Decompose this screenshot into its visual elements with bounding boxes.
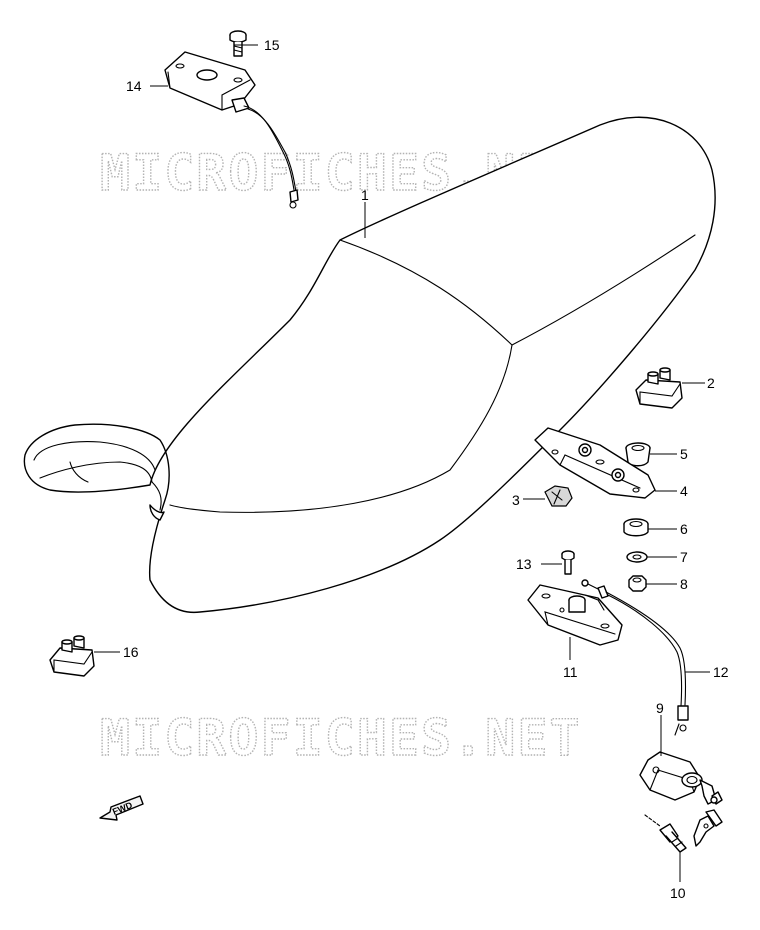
part-10-bolt[interactable] (644, 814, 687, 853)
part-11-lock-plate[interactable] (527, 584, 623, 646)
seat[interactable] (23, 116, 716, 614)
part-15-screw[interactable] (229, 30, 247, 57)
callout-labels: 1 2 3 4 5 6 7 8 9 10 11 12 13 14 15 16 (123, 37, 729, 901)
callout-4: 4 (680, 483, 688, 499)
part-4-bracket-plate[interactable] (534, 427, 656, 499)
callout-9: 9 (656, 700, 664, 716)
callout-6: 6 (680, 521, 688, 537)
callout-7: 7 (680, 549, 688, 565)
callout-11: 11 (563, 664, 578, 680)
callout-15: 15 (264, 37, 280, 53)
callout-16: 16 (123, 644, 139, 660)
fwd-arrow: FWD (99, 795, 144, 821)
part-12-cable[interactable] (581, 579, 689, 736)
callout-10: 10 (670, 885, 686, 901)
part-8-nut[interactable] (628, 575, 647, 592)
watermark-bottom: MICROFICHES.NET (100, 709, 582, 767)
part-6-collar[interactable] (623, 518, 649, 537)
callout-3: 3 (512, 492, 520, 508)
part-14-bracket[interactable] (164, 51, 299, 209)
callout-12: 12 (713, 664, 729, 680)
callout-13: 13 (516, 556, 532, 572)
part-9-lock-assembly[interactable] (639, 751, 723, 847)
callout-14: 14 (126, 78, 142, 94)
callout-1: 1 (361, 187, 369, 203)
callout-5: 5 (680, 446, 688, 462)
part-3-grommet[interactable] (544, 485, 573, 507)
fwd-label: FWD (111, 800, 134, 817)
part-5-bushing[interactable] (625, 442, 651, 467)
callout-8: 8 (680, 576, 688, 592)
part-7-washer[interactable] (626, 551, 648, 563)
leader-lines (94, 44, 710, 882)
part-16-cushion[interactable] (49, 635, 95, 677)
part-2-cushion[interactable] (635, 367, 683, 409)
callout-2: 2 (707, 375, 715, 391)
part-13-screw[interactable] (561, 550, 575, 575)
